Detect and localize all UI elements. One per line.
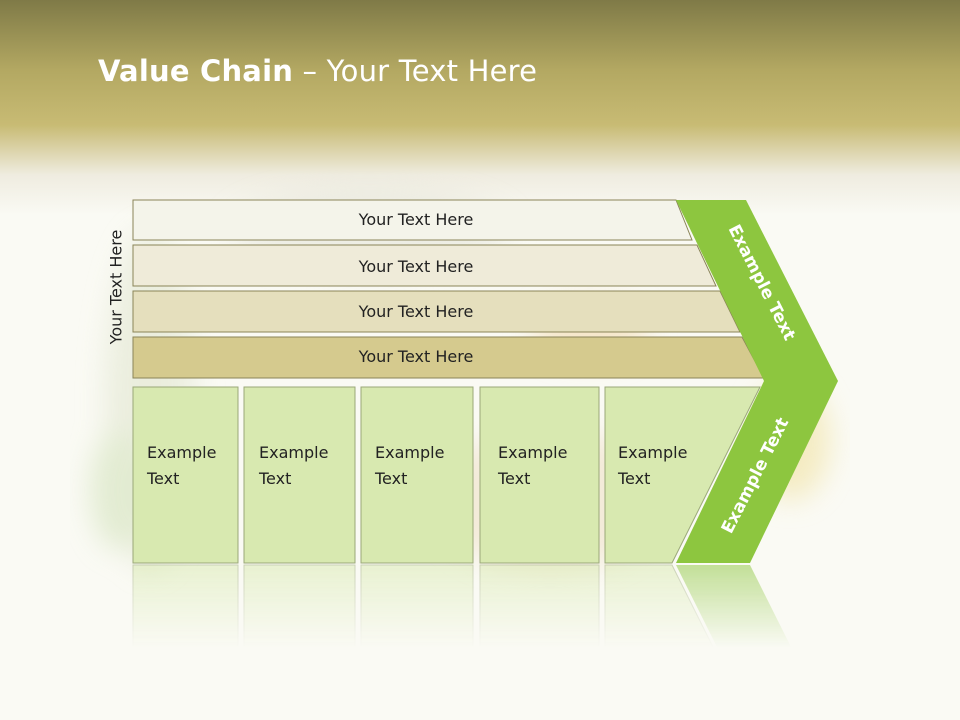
primary-box-line1: Example: [375, 443, 444, 462]
margin-chevron-lower: [676, 381, 838, 563]
primary-box-line1: Example: [147, 443, 216, 462]
primary-activity-box: Example Text: [360, 386, 474, 564]
slide-title: Value Chain – Your Text Here: [98, 54, 537, 88]
primary-box-line2: Text: [146, 469, 179, 488]
primary-activity-box: Example Text: [604, 386, 761, 564]
primary-box-line1: Example: [498, 443, 567, 462]
support-activity-bar: Your Text Here: [132, 336, 765, 379]
support-bar-label: Your Text Here: [358, 210, 474, 229]
primary-box-line1: Example: [618, 443, 687, 462]
support-bar-shape: [132, 244, 717, 287]
support-activity-bar: Your Text Here: [132, 290, 741, 333]
primary-activity-box: Example Text: [479, 386, 600, 564]
support-bar-label: Your Text Here: [358, 347, 474, 366]
primary-box-line2: Text: [497, 469, 530, 488]
primary-activity-box: Example Text: [243, 386, 356, 564]
primary-box-shape: [132, 386, 239, 564]
primary-activity-box: Example Text: [132, 386, 239, 564]
primary-box-line2: Text: [374, 469, 407, 488]
primary-box-line2: Text: [617, 469, 650, 488]
primary-box-line2: Text: [258, 469, 291, 488]
title-bold-part: Value Chain: [98, 54, 294, 88]
support-activity-bar: Your Text Here: [132, 199, 693, 241]
support-bar-shape: [132, 199, 693, 241]
primary-box-line1: Example: [259, 443, 328, 462]
support-bar-label: Your Text Here: [358, 257, 474, 276]
primary-box-shape: [243, 386, 356, 564]
support-bar-label: Your Text Here: [358, 302, 474, 321]
reflection: [132, 564, 828, 720]
support-activity-bar: Your Text Here: [132, 244, 717, 287]
margin-chevron-upper: [676, 200, 838, 381]
primary-box-shape: [360, 386, 474, 564]
primary-box-shape: [479, 386, 600, 564]
primary-box-shape: [604, 386, 761, 564]
support-bar-shape: [132, 290, 741, 333]
title-regular-part: – Your Text Here: [293, 54, 538, 88]
